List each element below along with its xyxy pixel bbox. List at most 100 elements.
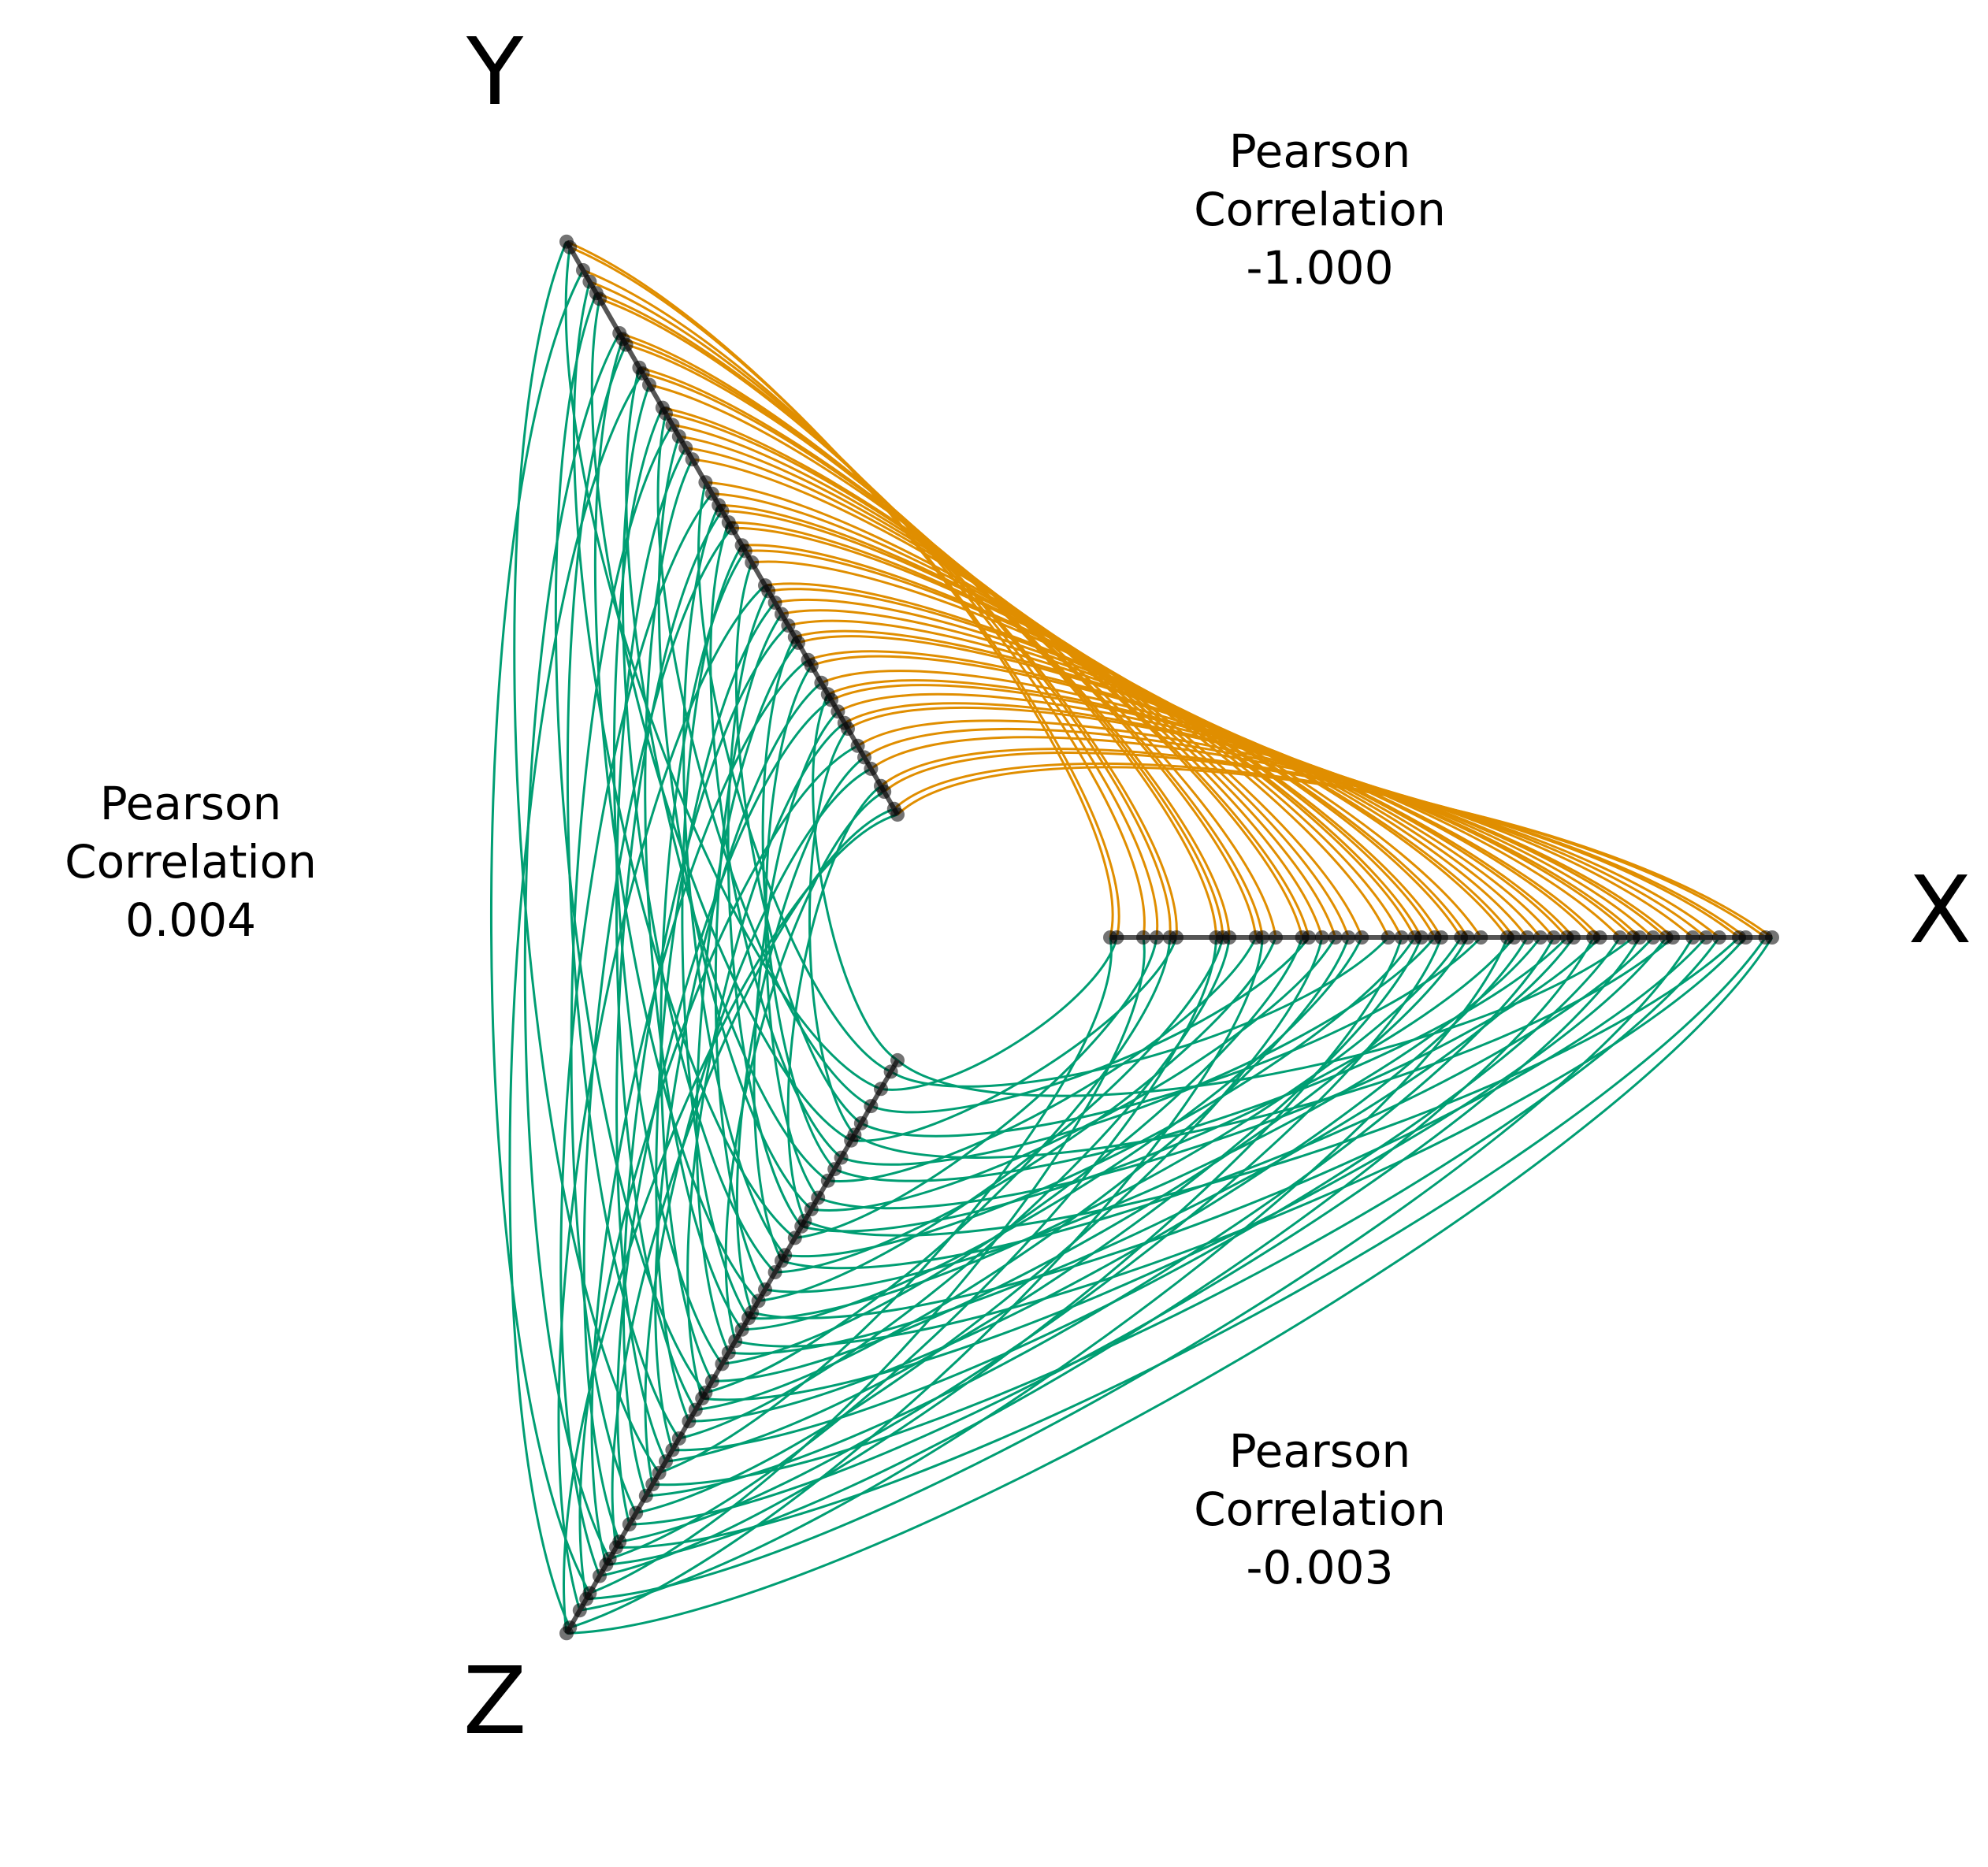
node-x-43: [1699, 930, 1713, 945]
edge-xy-42: [857, 719, 1694, 939]
node-z-12: [715, 1357, 730, 1371]
edge-zx-12: [722, 937, 1304, 1365]
edges-layer: [490, 240, 1774, 1635]
edge-yz-22: [709, 521, 842, 1159]
edge-xy-35: [811, 655, 1601, 939]
node-x-10: [1255, 930, 1270, 945]
edge-yz-21: [615, 510, 723, 1462]
node-z-40: [695, 1391, 710, 1406]
node-y-18: [698, 475, 713, 490]
edge-yz-14: [570, 424, 674, 1514]
edge-yz-29: [655, 602, 776, 1422]
node-z-27: [572, 1603, 587, 1618]
edge-zx-45: [804, 936, 1741, 1237]
edge-xy-31: [788, 619, 1555, 938]
edge-zx-37: [897, 936, 1634, 1097]
correlation-annotation-yz: Pearson Correlation 0.004: [65, 777, 317, 947]
node-y-41: [841, 722, 855, 736]
node-y-1: [563, 239, 578, 254]
node-y-29: [767, 596, 782, 610]
node-y-42: [850, 738, 865, 753]
edge-zx-46: [734, 937, 1747, 1348]
node-y-8: [619, 337, 634, 352]
node-x-15: [1328, 930, 1343, 945]
correlation-zx-value: -0.003: [1247, 1541, 1394, 1594]
edge-xy-4: [596, 291, 1172, 938]
edge-yz-16: [615, 447, 697, 1411]
edge-xy-44: [870, 736, 1720, 939]
node-x-38: [1633, 930, 1647, 945]
node-z-35: [811, 1190, 826, 1205]
node-z-8: [671, 1431, 686, 1446]
node-z-45: [797, 1213, 812, 1228]
edge-yz-10: [508, 373, 644, 1628]
edge-xy-32: [794, 629, 1568, 938]
node-y-15: [671, 429, 686, 444]
edge-yz-33: [695, 641, 800, 1353]
node-x-30: [1533, 930, 1548, 945]
node-x-21: [1414, 930, 1429, 945]
edge-zx-24: [748, 937, 1462, 1320]
correlation-annotation-zx: Pearson Correlation -0.003: [1194, 1424, 1446, 1594]
edge-zx-30: [764, 937, 1542, 1294]
node-x-29: [1520, 930, 1535, 945]
edge-zx-1: [880, 937, 1118, 1091]
edge-yz-31: [622, 625, 790, 1497]
node-y-31: [781, 618, 796, 633]
edge-zx-20: [785, 937, 1416, 1258]
edge-xy-33: [797, 635, 1575, 938]
node-y-36: [814, 675, 829, 690]
node-z-3: [787, 1230, 802, 1245]
edge-xy-0: [566, 240, 1114, 938]
edge-zx-48: [566, 937, 1774, 1635]
edge-zx-40: [702, 937, 1667, 1401]
edge-zx-2: [589, 937, 1146, 1594]
node-z-16: [688, 1402, 703, 1417]
node-z-18: [883, 1064, 898, 1079]
edge-yz-27: [557, 584, 767, 1611]
edge-zx-25: [712, 937, 1469, 1383]
node-z-46: [728, 1334, 743, 1349]
node-y-39: [831, 704, 845, 719]
edge-zx-3: [794, 937, 1158, 1239]
node-x-23: [1434, 930, 1448, 945]
correlation-annotation-xy: Pearson Correlation -1.000: [1194, 124, 1446, 295]
node-z-14: [629, 1505, 644, 1520]
node-x-26: [1473, 930, 1488, 945]
node-x-46: [1738, 930, 1753, 945]
node-z-39: [775, 1253, 789, 1268]
node-y-25: [738, 544, 752, 559]
edge-zx-18: [890, 936, 1389, 1088]
node-z-21: [659, 1454, 673, 1469]
edge-zx-39: [781, 936, 1654, 1270]
node-z-37: [890, 1052, 905, 1067]
node-z-17: [734, 1322, 749, 1337]
node-y-21: [715, 503, 730, 518]
edge-zx-6: [609, 937, 1217, 1561]
correlation-yz-value: 0.004: [125, 893, 256, 947]
node-z-33: [721, 1345, 736, 1360]
node-y-26: [745, 555, 760, 570]
node-z-43: [745, 1305, 760, 1320]
edge-yz-39: [752, 711, 839, 1262]
node-z-34: [599, 1557, 614, 1572]
node-x-25: [1460, 930, 1475, 945]
correlation-xy-line2: Correlation: [1194, 183, 1446, 236]
node-z-25: [704, 1374, 719, 1389]
edge-yz-1: [564, 247, 882, 1090]
node-x-1: [1109, 930, 1124, 945]
edge-yz-40: [686, 722, 845, 1399]
node-x-36: [1612, 930, 1627, 945]
edge-xy-36: [820, 670, 1621, 939]
node-z-48: [559, 1626, 574, 1641]
node-x-39: [1645, 930, 1660, 945]
node-z-22: [834, 1150, 849, 1165]
node-y-23: [725, 521, 739, 536]
node-y-3: [582, 274, 597, 289]
edge-xy-30: [781, 609, 1542, 938]
edge-yz-24: [681, 544, 750, 1320]
node-y-13: [659, 406, 673, 421]
node-y-48: [890, 807, 905, 822]
node-x-16: [1341, 930, 1356, 945]
